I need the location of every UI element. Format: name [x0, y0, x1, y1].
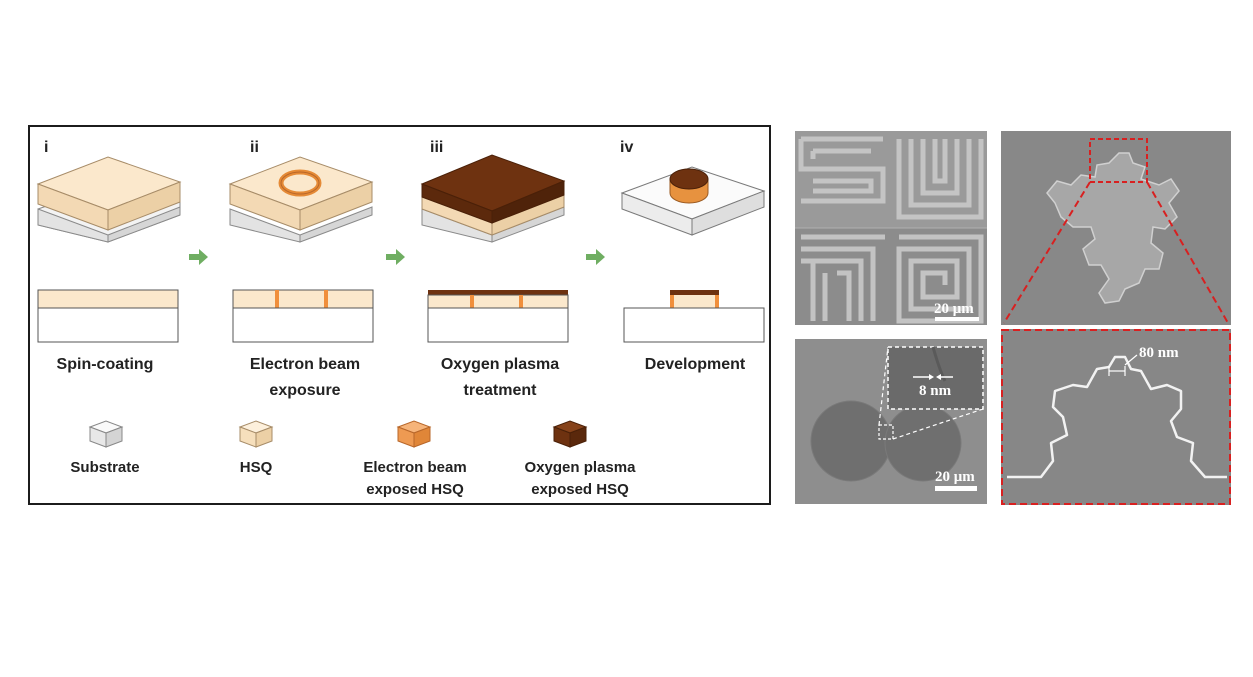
process-diagram-graphics	[36, 154, 766, 448]
sem-discs-image: 8 nm 20 μm	[795, 339, 987, 504]
arrow-step-ii-to-iii	[386, 249, 405, 265]
legend-plasma-label: Oxygen plasma exposed HSQ	[500, 457, 660, 501]
sem-snowflake-zoom-frame	[1001, 329, 1231, 505]
legend-hsq-cube	[238, 420, 274, 448]
step-iii-label: Oxygen plasma treatment	[415, 352, 585, 404]
legend-ebeam-label-line-2: exposed HSQ	[366, 481, 464, 498]
step-iv-3d-block	[620, 166, 766, 236]
legend-substrate-cube	[88, 420, 124, 448]
sem-letters-image: 20 μm	[795, 131, 987, 325]
sem-discs-scale-label: 20 μm	[935, 469, 975, 485]
sem-discs-graphics: 8 nm 20 μm	[795, 339, 987, 504]
step-ii-label: Electron beam exposure	[220, 352, 390, 404]
step-i-numeral: i	[44, 139, 49, 156]
arrow-step-iii-to-iv	[586, 249, 605, 265]
legend-hsq-label-line-1: HSQ	[239, 459, 273, 476]
step-iii-cross-section	[427, 290, 569, 343]
sem-snowflake-zoom-width-label: 80 nm	[1139, 345, 1179, 361]
step-iii-label-line-1: Oxygen plasma	[440, 356, 560, 373]
step-ii-label-line-1: Electron beam	[249, 356, 361, 373]
sem-snowflake-graphics	[1001, 131, 1231, 325]
step-ii-3d-block	[228, 156, 374, 243]
step-iii-numeral: iii	[430, 139, 444, 156]
legend-plasma-label-line-2: exposed HSQ	[531, 481, 629, 498]
step-i-cross-section	[37, 289, 179, 343]
legend-ebeam-cube	[396, 420, 432, 448]
sem-discs-gap-label: 8 nm	[919, 383, 952, 399]
step-ii-label-line-2: exposure	[269, 382, 341, 399]
step-iv-label-line-1: Development	[644, 356, 746, 373]
step-iv-label: Development	[620, 352, 770, 378]
legend-substrate-label-line-1: Substrate	[70, 459, 140, 476]
sem-snowflake-image	[1001, 131, 1231, 325]
legend-plasma-label-line-1: Oxygen plasma	[524, 459, 636, 476]
step-iv-numeral: iv	[620, 139, 634, 156]
step-ii-cross-section	[232, 289, 374, 343]
process-schematic-panel: i ii iii iv	[28, 125, 771, 505]
sem-snowflake-zoom-image: 80 nm	[1001, 329, 1231, 505]
step-i-label: Spin-coating	[35, 352, 175, 378]
arrow-step-i-to-ii	[189, 249, 208, 265]
legend-ebeam-label-line-1: Electron beam	[363, 459, 467, 476]
step-iii-3d-block	[420, 154, 566, 243]
step-iii-label-line-2: treatment	[463, 382, 537, 399]
sem-discs-scale-bar	[935, 486, 977, 491]
step-i-3d-block	[36, 156, 182, 243]
step-ii-numeral: ii	[250, 139, 259, 156]
step-iv-cross-section	[623, 290, 765, 343]
sem-letters-scale-label: 20 μm	[934, 301, 974, 317]
legend-hsq-label: HSQ	[226, 457, 286, 479]
sem-letters-graphics: 20 μm	[795, 131, 987, 325]
sem-letters-scale-bar	[935, 317, 979, 321]
legend-substrate-label: Substrate	[50, 457, 160, 479]
sem-snowflake-zoom-graphics: 80 nm	[1001, 329, 1231, 505]
snowflake-highlight-box	[1089, 138, 1148, 183]
step-i-label-line-1: Spin-coating	[56, 356, 154, 373]
legend-ebeam-label: Electron beam exposed HSQ	[335, 457, 495, 501]
legend-plasma-cube	[552, 420, 588, 448]
